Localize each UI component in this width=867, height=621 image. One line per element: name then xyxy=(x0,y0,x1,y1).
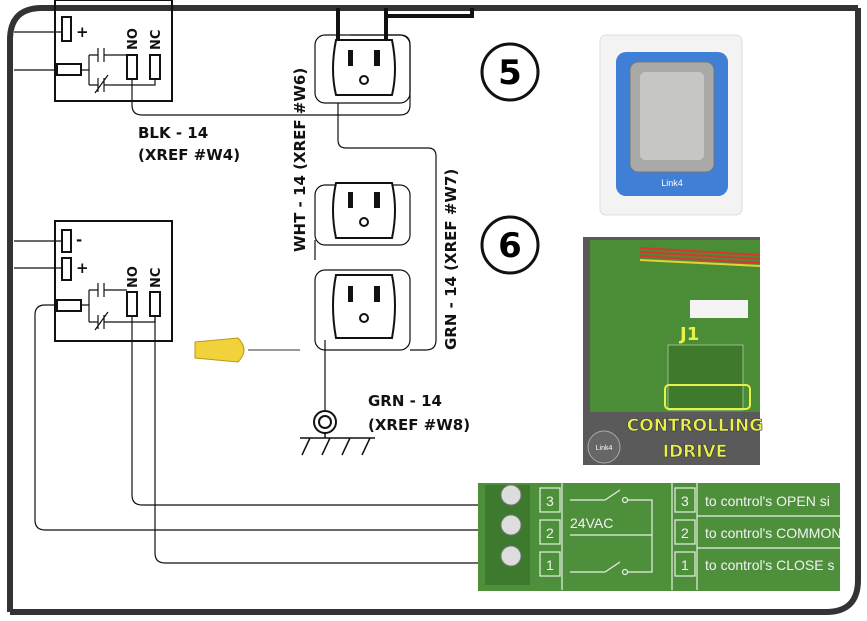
diagram-frame xyxy=(7,5,858,612)
outlet-top xyxy=(332,39,396,96)
grn-wire-label-vertical: GRN - 14 (XREF #W7) xyxy=(442,169,460,350)
screw-terminal-3 xyxy=(500,484,522,506)
wht-wire-label: WHT - 14 (XREF #W6) xyxy=(291,68,309,252)
diagram-frame-right xyxy=(10,8,861,615)
pcb-caption-line2: IDRIVE xyxy=(663,442,728,462)
grn-wire-label: GRN - 14 xyxy=(368,392,442,410)
terminal-left-number-2: 2 xyxy=(546,525,554,541)
terminal-voltage: 24VAC xyxy=(570,515,613,531)
terminal-desc-common: to control's COMMON xyxy=(705,525,841,541)
terminal-strip: 24VAC 3 2 1 3 2 1 to control's OPEN si t… xyxy=(478,483,841,591)
terminal-right-number-3: 3 xyxy=(681,493,689,509)
link4-device-image: Link4 xyxy=(599,34,743,216)
relay-2-no-label: NO xyxy=(126,266,141,288)
pcb-logo: Link4 xyxy=(596,445,613,452)
wire-nut-icon xyxy=(194,337,300,363)
step-5-number: 5 xyxy=(498,53,522,93)
terminal-left-number-1: 1 xyxy=(546,557,554,573)
step-6-circle xyxy=(480,215,540,275)
terminal-right-number-2: 2 xyxy=(681,525,689,541)
screw-terminal-2 xyxy=(500,514,522,536)
terminal-right-number-1: 1 xyxy=(681,557,689,573)
terminal-left-number-3: 3 xyxy=(546,493,554,509)
terminal-desc-open: to control's OPEN si xyxy=(705,493,830,509)
outlet-middle xyxy=(332,182,396,239)
device-brand: Link4 xyxy=(661,178,683,188)
outlet-bottom xyxy=(332,274,396,339)
pcb-caption-line1: CONTROLLING xyxy=(627,416,763,436)
blk-wire-label: BLK - 14 xyxy=(138,124,208,142)
blk-wire-xref: (XREF #W4) xyxy=(138,146,240,164)
relay-2 xyxy=(14,220,495,564)
pcb-j1-label: J1 xyxy=(678,324,699,345)
relay-2-nc-label: NC xyxy=(149,268,164,288)
relay-2-plus-label: + xyxy=(76,259,89,277)
outlets xyxy=(314,8,474,410)
step-6-number: 6 xyxy=(498,226,522,266)
grn-wire-xref: (XREF #W8) xyxy=(368,416,470,434)
relay-1-plus-label: + xyxy=(76,23,89,41)
controller-pcb-image: J1 Link4 CONTROLLING IDRIVE xyxy=(583,237,764,465)
screw-terminal-1 xyxy=(500,545,522,567)
ground-symbol xyxy=(300,410,375,456)
relay-2-minus-label: - xyxy=(76,231,82,249)
step-5-circle xyxy=(480,42,540,102)
relay-1-nc-label: NC xyxy=(149,30,164,50)
terminal-desc-close: to control's CLOSE s xyxy=(705,557,835,573)
relay-1-no-label: NO xyxy=(126,28,141,50)
